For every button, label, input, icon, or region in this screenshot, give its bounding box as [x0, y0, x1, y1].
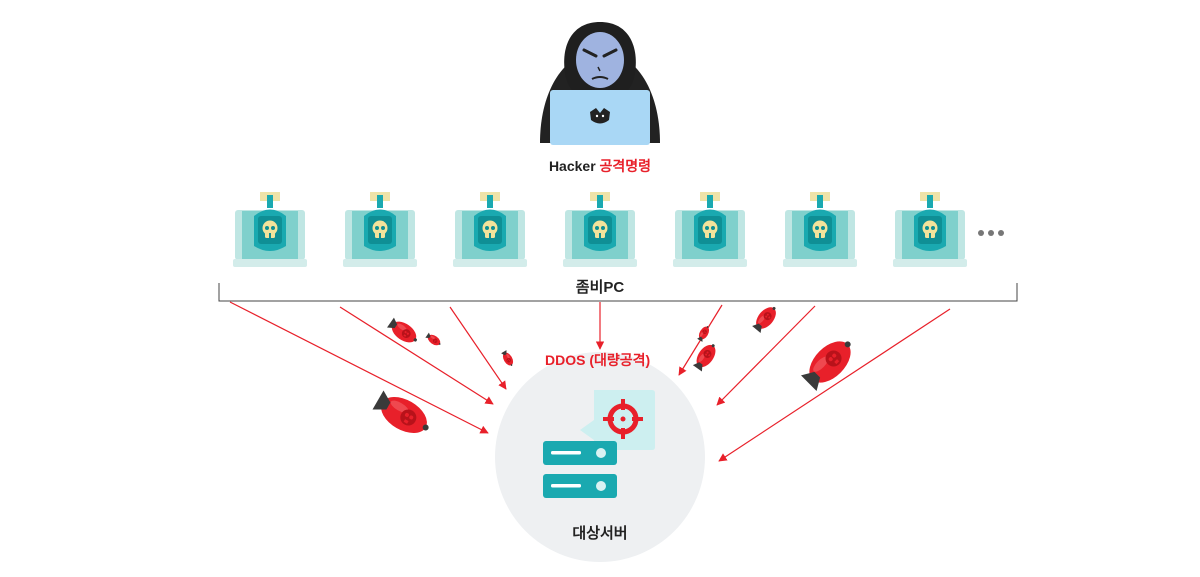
zombie-pc-icon	[563, 192, 637, 267]
attack-arrow	[718, 308, 951, 462]
bomb-icon	[387, 317, 417, 343]
zombie-pc-label: 좀비PC	[575, 279, 625, 296]
zombie-pc-icon	[453, 192, 527, 267]
bomb-icon	[697, 326, 710, 342]
crosshair-icon	[603, 399, 643, 439]
attack-arrow	[339, 306, 494, 405]
hacker-icon	[540, 22, 660, 145]
bomb-icon	[801, 341, 851, 391]
ddos-attack-label: DDOS (대량공격)	[545, 352, 651, 368]
target-server-label: 대상서버	[572, 525, 628, 542]
target-bubble	[580, 390, 655, 450]
attack-arrow	[716, 305, 816, 406]
bomb-icon	[372, 390, 429, 434]
server-icon	[543, 441, 617, 498]
zombie-pc-icon	[233, 192, 307, 267]
zombie-group-bracket	[218, 283, 1018, 302]
hacker-label: Hacker 공격명령	[548, 158, 652, 174]
zombie-pc-icon	[673, 192, 747, 267]
more-indicator-icon	[978, 230, 1004, 236]
zombie-pc-row	[233, 192, 967, 267]
bomb-icon	[752, 306, 776, 334]
bomb-group	[372, 306, 851, 434]
attack-arrow	[449, 306, 507, 390]
zombie-pc-icon	[783, 192, 857, 267]
attack-arrow	[229, 301, 489, 434]
zombie-pc-icon	[893, 192, 967, 267]
bomb-icon	[425, 332, 441, 346]
bomb-icon	[501, 350, 514, 366]
bomb-icon	[692, 344, 716, 372]
zombie-pc-icon	[343, 192, 417, 267]
devil-icon	[590, 108, 610, 124]
attack-arrows	[229, 301, 951, 462]
